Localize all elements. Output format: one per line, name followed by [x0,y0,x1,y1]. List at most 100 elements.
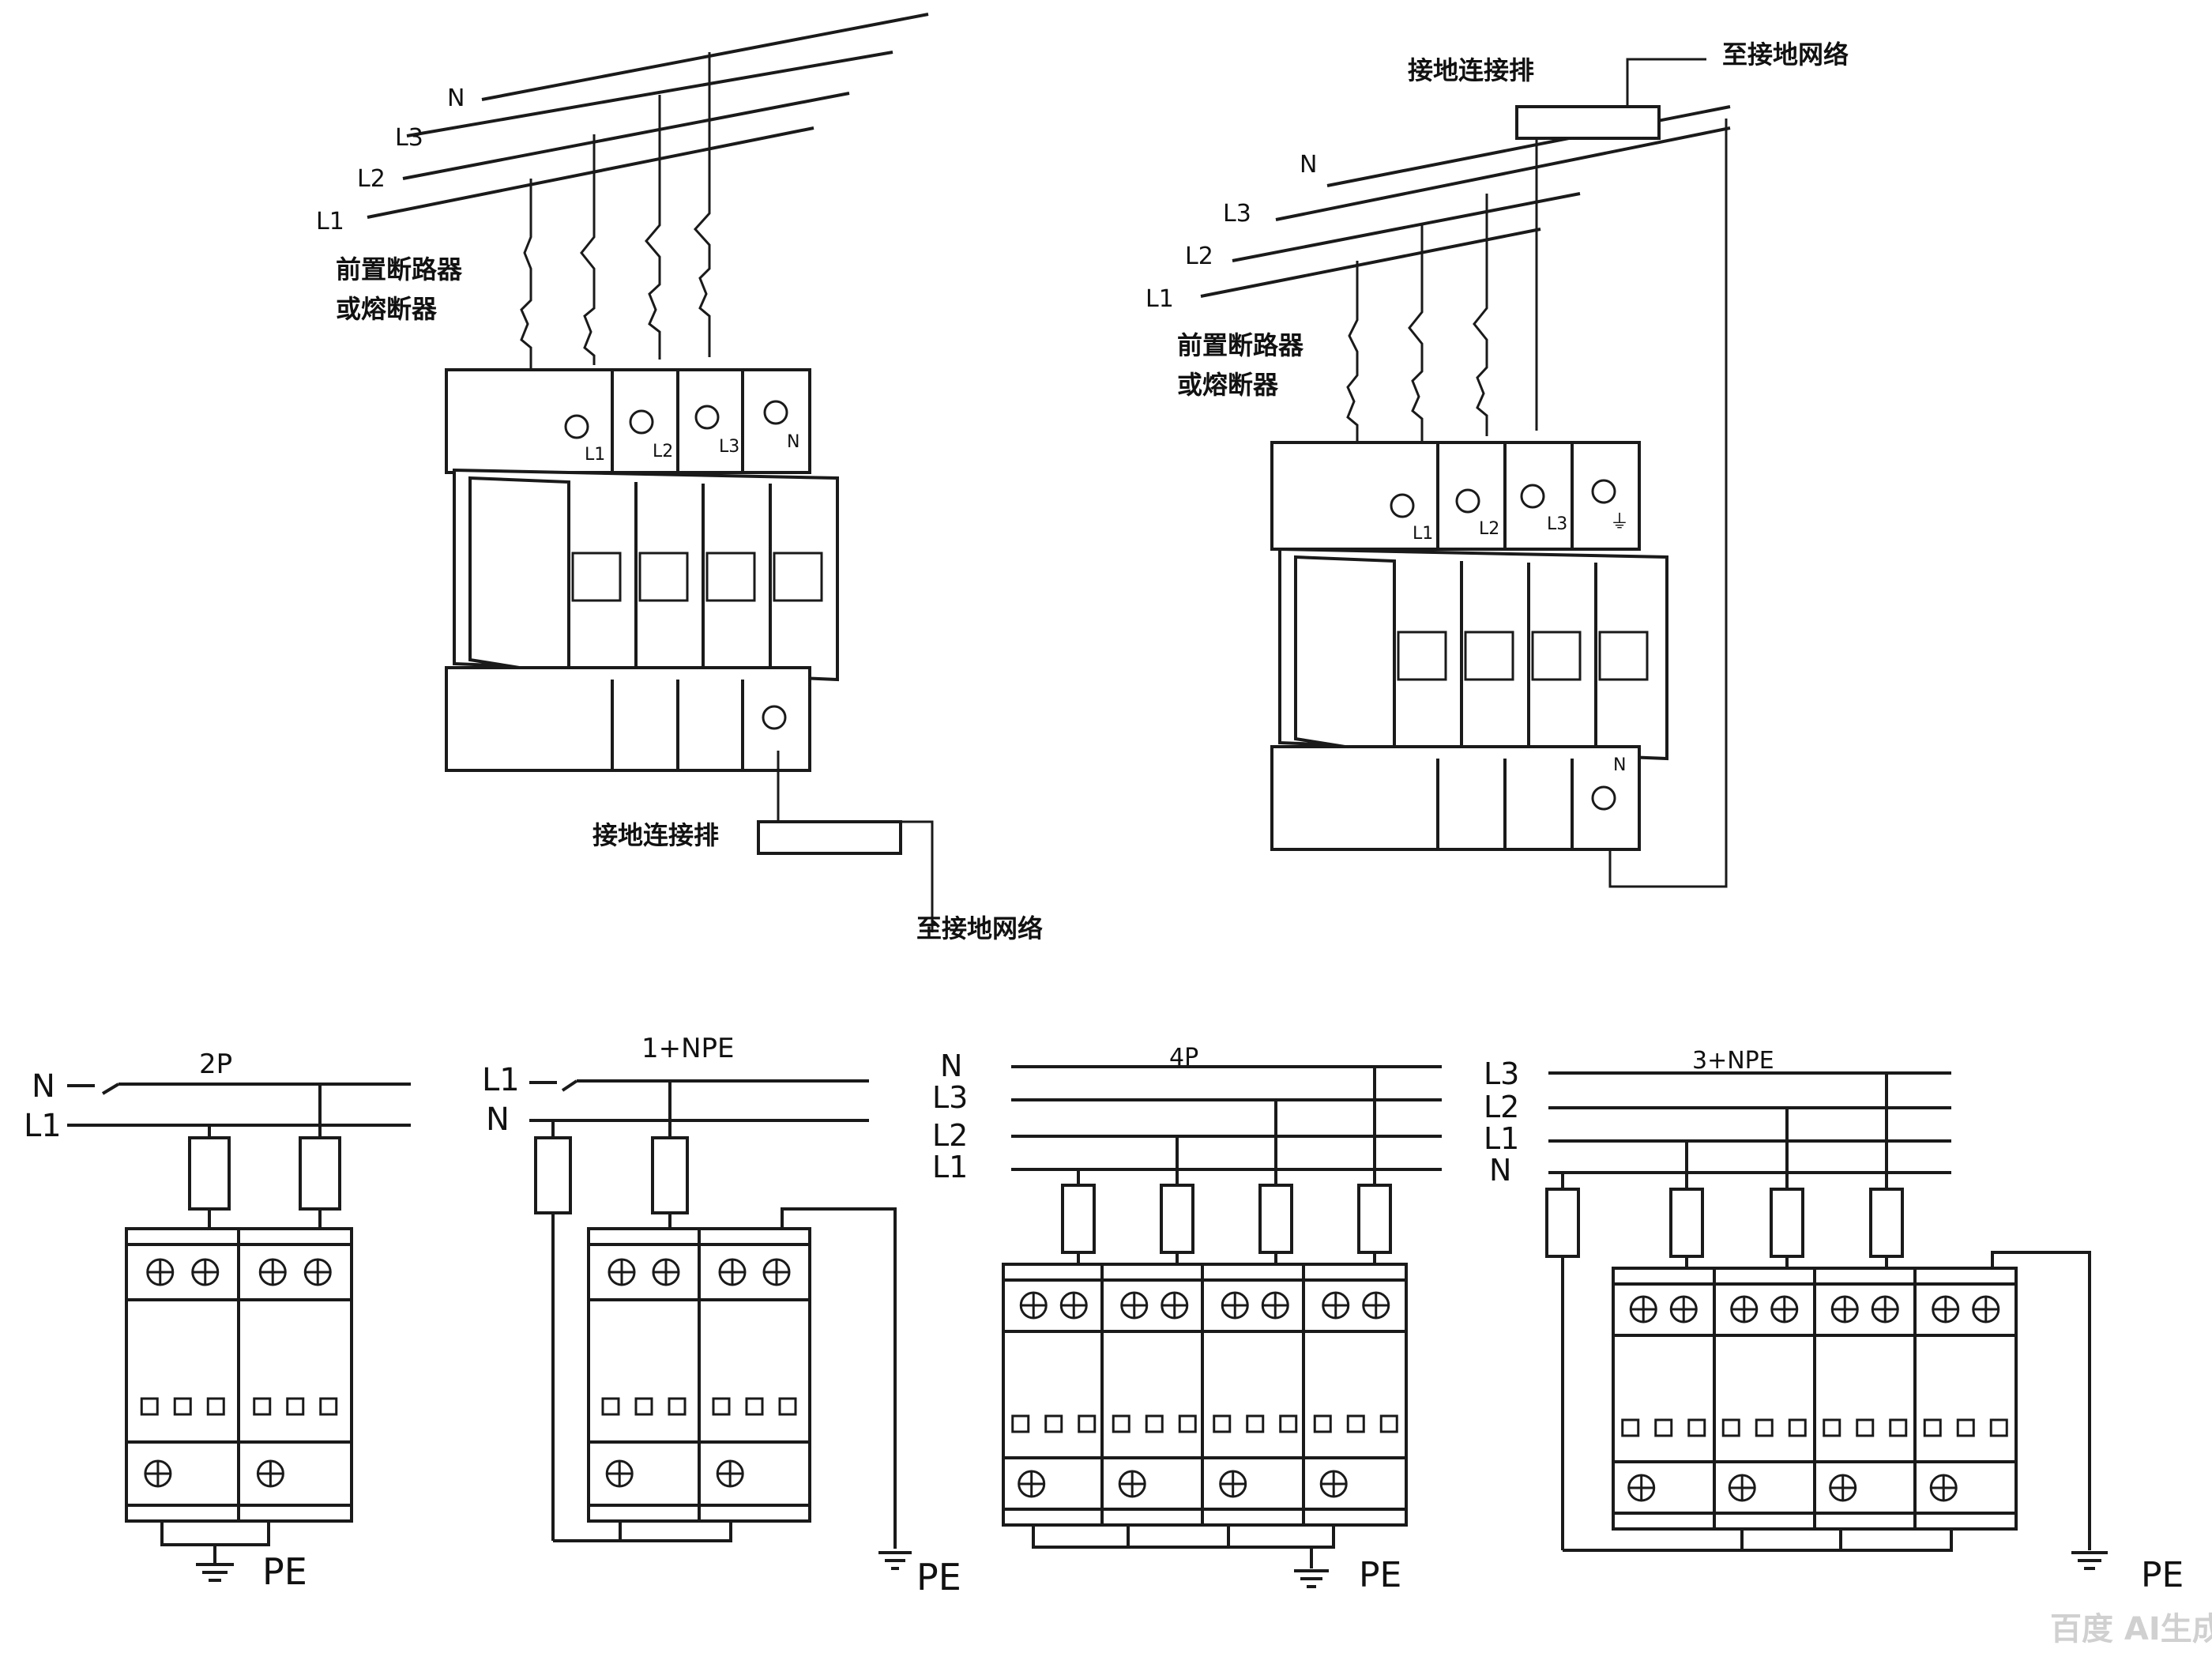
ground-screw-icon [762,705,787,730]
indicator-window [778,1397,797,1416]
terminal-screw-icon [1972,1295,2000,1324]
to-ground-label: 至接地网络 [1722,40,1849,70]
fuse [1869,1188,1904,1258]
screw-icon [564,414,589,439]
top-right-illustration: N L3 L2 L1 前置断路器 或熔断器 接地连接排 至接地网络 L1 L2 … [1146,40,1849,888]
terminal-label-l1: L1 [585,445,605,465]
module-window [1397,631,1447,681]
indicator-window [286,1397,305,1416]
line-label-n: N [940,1049,962,1083]
fuse [1160,1184,1194,1254]
terminal-label-l3: L3 [1547,514,1567,534]
terminal-label-l2: L2 [1479,519,1499,539]
schematic-2p: 2P N L1 PE [24,1049,411,1593]
ground-bar-label: 接地连接排 [1408,55,1534,85]
line-label-l2: L2 [1484,1090,1519,1124]
indicator-window [206,1397,225,1416]
terminal-screw-icon [146,1258,175,1286]
terminal-screw-icon [303,1258,332,1286]
indicator-window [253,1397,272,1416]
terminal-label-n: N [1613,755,1626,775]
terminal-screw-icon [608,1258,636,1286]
indicator-window [1213,1414,1232,1433]
indicator-window [1823,1418,1841,1437]
terminal-screw-icon [1322,1291,1350,1320]
terminal-screw-icon [191,1258,220,1286]
spd-top-terminal-block [1270,441,1641,551]
terminal-screw-icon [1362,1291,1390,1320]
terminal-screw-icon [716,1459,744,1488]
screw-icon [763,400,788,425]
line-label-n: N [486,1101,510,1138]
terminal-screw-icon [1629,1295,1657,1324]
indicator-window [319,1397,338,1416]
spd-bottom-terminal-block [445,666,811,772]
indicator-window [1379,1414,1398,1433]
indicator-window [745,1397,764,1416]
breaker-label-2: 或熔断器 [336,294,438,324]
fuse [299,1136,341,1211]
spd-top-terminal-block [445,368,811,474]
indicator-window [173,1397,192,1416]
terminal-screw-icon [1829,1474,1857,1502]
line-label-l3: L3 [395,124,423,152]
fuse [651,1136,689,1214]
terminal-screw-icon [1120,1291,1149,1320]
indicator-window [1279,1414,1298,1433]
terminal-screw-icon [1219,1470,1247,1498]
top-left-illustration: N L3 L2 L1 前置断路器 或熔断器 L1 L2 L3 N [316,13,1043,943]
line-label-l2: L2 [1185,243,1213,270]
terminal-screw-icon [1932,1295,1960,1324]
indicator-window [1145,1414,1164,1433]
breaker-label-1: 前置断路器 [336,254,463,284]
line-label-l1: L1 [1146,285,1174,313]
ground-bar [1515,105,1661,140]
terminal-screw-icon [652,1258,680,1286]
schematic-4p: 4P N L3 L2 L1 PE [932,1044,1442,1595]
indicator-window [1011,1414,1030,1433]
terminal-screw-icon [1261,1291,1289,1320]
terminal-screw-icon [1929,1474,1958,1502]
line-label-l2: L2 [357,165,386,193]
terminal-label-l2: L2 [653,442,673,461]
line-label-n: N [32,1068,55,1105]
breaker-label-1: 前置断路器 [1177,330,1304,360]
indicator-window [1654,1418,1673,1437]
fuse [534,1136,572,1214]
indicator-window [1989,1418,2008,1437]
schematic-title: 2P [199,1049,232,1080]
spd-module [1002,1263,1408,1527]
to-ground-label: 至接地网络 [916,913,1043,943]
line-label-n: N [1300,151,1317,179]
indicator-window [1956,1418,1975,1437]
terminal-screw-icon [1019,1291,1048,1320]
pe-label: PE [2141,1555,2184,1595]
fuse [1357,1184,1392,1254]
ground-symbol-icon: ⏚ [1610,510,1629,533]
terminal-screw-icon [1830,1295,1859,1324]
terminal-symbols [140,1258,2008,1502]
pe-label: PE [1359,1555,1401,1595]
terminal-screw-icon [1770,1295,1799,1324]
line-label-n: N [447,85,465,112]
indicator-window [1721,1418,1740,1437]
pe-label: PE [916,1556,961,1598]
indicator-window [1788,1418,1807,1437]
line-label-l1: L1 [482,1062,520,1098]
module-window [773,552,823,602]
schematic-3npe: 3+NPE L3 L2 L1 N PE [1484,1047,2184,1595]
line-label-n: N [1489,1153,1511,1188]
indicator-window [1687,1418,1706,1437]
indicator-window [1112,1414,1130,1433]
fuse [1061,1184,1096,1254]
breaker-label-2: 或熔断器 [1177,370,1279,400]
terminal-screw-icon [1018,1470,1046,1498]
terminal-label-l1: L1 [1413,524,1433,544]
indicator-window [1246,1414,1265,1433]
fuse [188,1136,231,1211]
screw-icon [1390,493,1415,518]
indicator-window [1178,1414,1197,1433]
indicator-window [1856,1418,1875,1437]
spd-bottom-terminal-block [1270,745,1641,851]
schematic-title: 1+NPE [641,1033,735,1064]
